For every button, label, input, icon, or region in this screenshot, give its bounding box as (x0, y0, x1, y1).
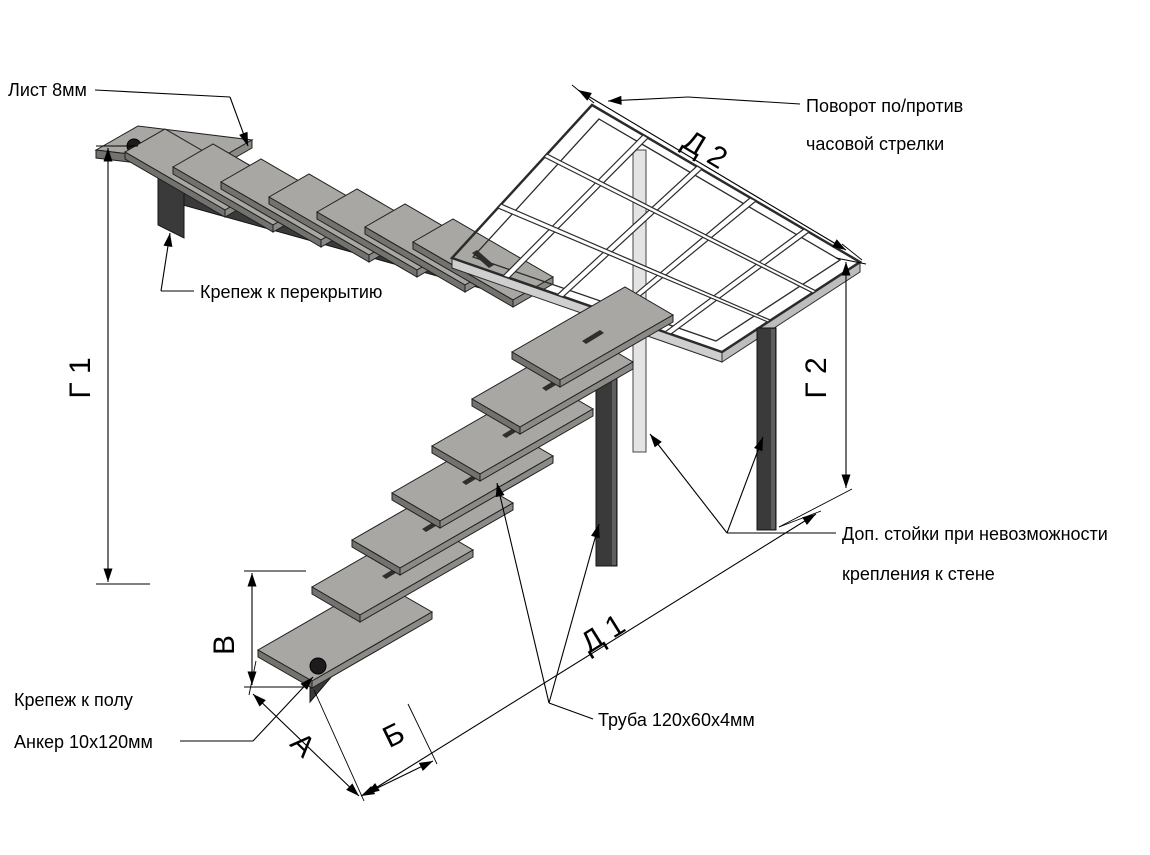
floor-anchor-bolt (309, 657, 327, 675)
leader-arrow (607, 95, 689, 105)
dimension-a-line (252, 693, 360, 797)
support-post-right (756, 327, 777, 531)
label-sheet: Лист 8мм (8, 80, 87, 100)
frame-joist (555, 165, 703, 298)
dimension-label-g1: Г 1 (64, 357, 97, 398)
leader-arrow (495, 482, 550, 704)
label-anchor: Анкер 10х120мм (14, 732, 153, 752)
tread-lower-1 (511, 286, 674, 388)
extension-line (313, 689, 365, 802)
dimension-d1-line (365, 513, 817, 795)
dimension-g2: Г 2 (778, 257, 867, 528)
annotation-sheet: Лист 8мм (8, 80, 249, 147)
post-highlight (612, 306, 616, 565)
dimension-label-a: А (284, 726, 321, 764)
tread-front-face (479, 408, 594, 482)
extension-line (835, 257, 867, 265)
dimension-label-v: В (208, 635, 241, 655)
tread-front-face (519, 361, 634, 435)
frame-joist (501, 134, 649, 279)
label-floor-mount: Крепеж к полу (14, 690, 133, 710)
leader-line (548, 702, 594, 720)
dimension-g1: Г 1 (64, 145, 150, 585)
tread-front-face (559, 314, 674, 388)
annotations: Лист 8мм Поворот по/против часовой стрел… (8, 80, 1108, 752)
label-tube: Труба 120х60х4мм (598, 710, 755, 730)
dimension-label-b: Б (378, 716, 410, 754)
annotation-ceiling-mount: Крепеж к перекрытию (160, 232, 382, 302)
tread-slot (582, 330, 604, 344)
label-rotation-line2: часовой стрелки (806, 134, 944, 154)
post-highlight (771, 329, 775, 529)
annotation-floor-mount: Крепеж к полу Анкер 10х120мм (14, 676, 314, 752)
annotation-rotation: Поворот по/против часовой стрелки (607, 95, 963, 154)
dimension-label-d2: Д 2 (677, 124, 733, 176)
dimension-v: В (208, 570, 306, 688)
upper-flight (94, 125, 554, 308)
extension-line (248, 660, 257, 696)
extension-line (571, 84, 595, 104)
extension-line (778, 488, 853, 528)
tread-slot (472, 250, 494, 268)
leader-arrow (548, 523, 600, 704)
label-ceiling-mount: Крепеж к перекрытию (200, 282, 382, 302)
leader-arrow (726, 436, 764, 534)
label-extra-posts-line2: крепления к стене (842, 564, 995, 584)
dimension-b: Б (360, 703, 438, 797)
leader-arrow (252, 676, 314, 742)
leader-arrow (160, 232, 173, 292)
leader-line (687, 96, 801, 105)
annotation-tube: Труба 120х60х4мм (495, 482, 755, 730)
dimension-d2-line (577, 89, 847, 251)
label-extra-posts-line1: Доп. стойки при невозможности (842, 524, 1108, 544)
dimension-label-d1: Д 1 (575, 608, 631, 660)
dimension-label-g2: Г 2 (800, 357, 833, 398)
leader-arrow (229, 96, 249, 147)
annotation-extra-posts: Доп. стойки при невозможности крепления … (649, 433, 1108, 584)
frame-cross-beam (497, 203, 772, 323)
extension-line (407, 703, 438, 765)
leader-line (94, 89, 231, 98)
label-rotation-line1: Поворот по/против (806, 96, 963, 116)
leader-arrow (649, 433, 728, 534)
